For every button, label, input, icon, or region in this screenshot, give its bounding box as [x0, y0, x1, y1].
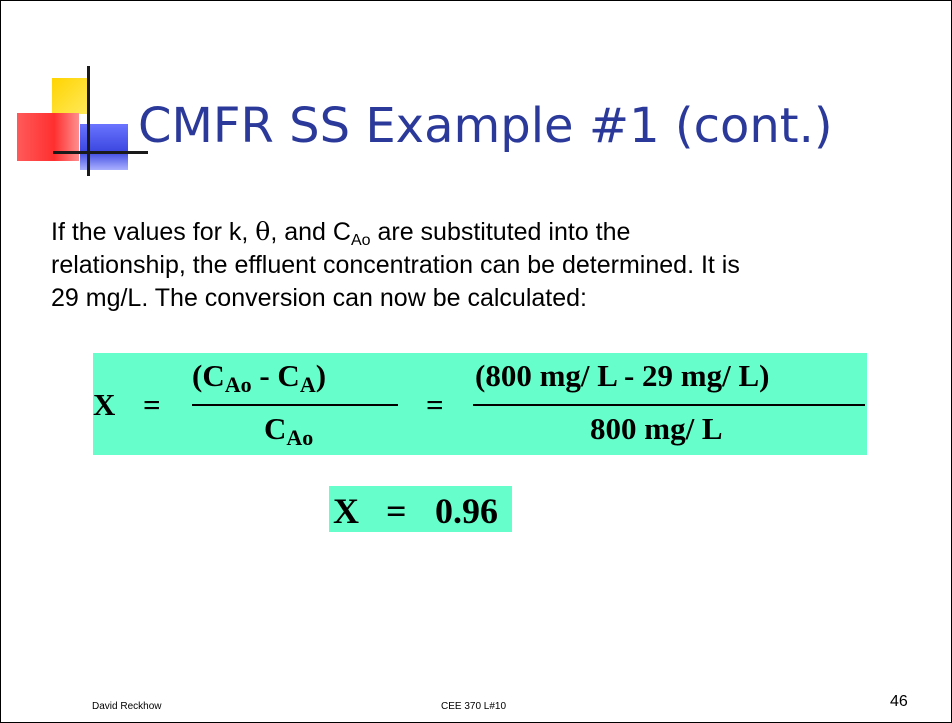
page-number: 46 [890, 693, 908, 710]
equation-equals-2: = [426, 387, 444, 422]
result-equals: = [386, 491, 407, 531]
lhs-denominator: CAo [264, 411, 314, 450]
body-line1-part3: are substituted into the [370, 218, 631, 246]
numerator-close: ) [315, 358, 327, 393]
lhs-fraction-bar [192, 404, 398, 406]
body-line1-part2: , and C [270, 218, 351, 246]
body-line2: relationship, the effluent concentration… [51, 251, 740, 279]
vertical-line-shape [87, 66, 90, 176]
slide-logo-decoration [0, 0, 148, 200]
rhs-fraction-bar [473, 404, 865, 406]
slide-body-text: If the values for k, θ, and CAo are subs… [51, 215, 946, 315]
result-box: X = 0.96 [329, 486, 512, 532]
result-lhs: X [333, 491, 359, 531]
lhs-numerator: (CAo - CA) [192, 358, 327, 397]
rhs-denominator: 800 mg/ L [590, 411, 723, 446]
subscript-ao: Ao [350, 232, 371, 249]
denominator-c: C [264, 411, 287, 446]
equation-box: X = (CAo - CA) CAo = (800 mg/ L - 29 mg/… [93, 353, 867, 455]
footer-author: David Reckhow [92, 701, 162, 712]
body-line1-part1: If the values for k, [51, 218, 256, 246]
numerator-minus: - C [251, 358, 300, 393]
theta-symbol: θ [255, 217, 271, 246]
numerator-open: (C [192, 358, 225, 393]
body-line3: 29 mg/L. The conversion can now be calcu… [51, 284, 587, 312]
slide-title: CMFR SS Example #1 (cont.) [138, 98, 833, 154]
numerator-subscript-a: A [299, 372, 316, 397]
yellow-square-shape [52, 78, 88, 114]
denominator-subscript-ao: Ao [286, 425, 314, 450]
rhs-numerator: (800 mg/ L - 29 mg/ L) [475, 358, 770, 393]
numerator-subscript-ao: Ao [224, 372, 252, 397]
equation-equals-1: = [143, 387, 161, 422]
horizontal-line-shape [53, 151, 148, 154]
equation-lhs: X [93, 387, 116, 422]
footer-course: CEE 370 L#10 [441, 701, 507, 712]
result-value: 0.96 [435, 491, 498, 531]
